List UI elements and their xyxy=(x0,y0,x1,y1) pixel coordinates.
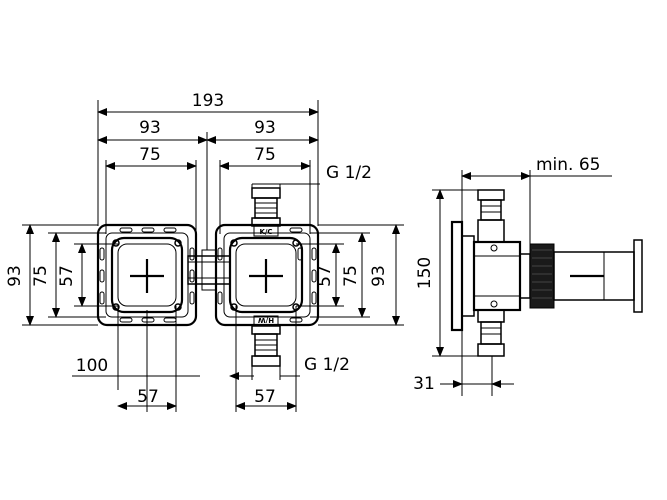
dim-label-93-vertical-right: 93 xyxy=(369,265,389,287)
dim-label-75-vertical-left: 75 xyxy=(31,265,51,287)
dim-57-bottom-left xyxy=(117,306,177,412)
dim-label-93-left: 93 xyxy=(139,118,161,138)
dim-label-57-vertical-right: 57 xyxy=(315,265,335,287)
dim-93-left xyxy=(97,132,208,250)
dim-93-vertical-left xyxy=(22,224,98,326)
thread-label-top: G 1/2 xyxy=(326,163,372,183)
thread-label-bottom: G 1/2 xyxy=(304,355,350,375)
dim-min-65 xyxy=(461,170,612,244)
dim-193 xyxy=(97,100,319,226)
dim-label-93-right: 93 xyxy=(254,118,276,138)
dim-75-left xyxy=(105,160,197,234)
thread-callout-bottom xyxy=(251,366,300,380)
dim-93-vertical-right xyxy=(318,224,404,326)
dim-57-vertical-left xyxy=(74,243,118,307)
left-mounting-frame xyxy=(96,223,198,327)
port-label-top: K/C xyxy=(259,228,272,236)
bottom-port-fitting xyxy=(251,315,281,367)
side-wall-plate xyxy=(450,220,464,332)
dim-label-75-vertical-right: 75 xyxy=(341,265,361,287)
side-body xyxy=(472,240,522,312)
top-port-fitting xyxy=(251,187,281,237)
right-mounting-frame xyxy=(214,223,320,327)
dim-label-57-bottom-left: 57 xyxy=(137,387,159,407)
dim-57-bottom-right xyxy=(235,306,297,412)
front-view: K/C H/W 193 93 93 xyxy=(5,91,404,412)
dim-75-vertical-right xyxy=(310,232,370,318)
dim-label-93-vertical-left: 93 xyxy=(5,265,25,287)
dim-label-57-bottom-right: 57 xyxy=(254,387,276,407)
dim-label-193: 193 xyxy=(192,91,224,111)
dim-label-min-65: min. 65 xyxy=(536,155,601,175)
dim-57-vertical-right xyxy=(296,243,344,307)
dim-31 xyxy=(440,330,514,396)
dim-label-75-right: 75 xyxy=(254,145,276,165)
thread-callout-top xyxy=(251,183,320,190)
dim-label-75-left: 75 xyxy=(139,145,161,165)
dim-label-100: 100 xyxy=(76,356,108,376)
dim-100 xyxy=(72,306,254,412)
dim-75-right xyxy=(219,160,311,234)
port-label-bottom: H/W xyxy=(258,316,274,324)
side-view: min. 65 150 31 xyxy=(413,155,643,396)
dim-150 xyxy=(432,189,480,357)
dim-label-31: 31 xyxy=(413,374,435,394)
dim-75-vertical-left xyxy=(48,232,106,318)
dim-label-57-vertical-left: 57 xyxy=(57,265,77,287)
dim-label-150: 150 xyxy=(415,257,435,289)
